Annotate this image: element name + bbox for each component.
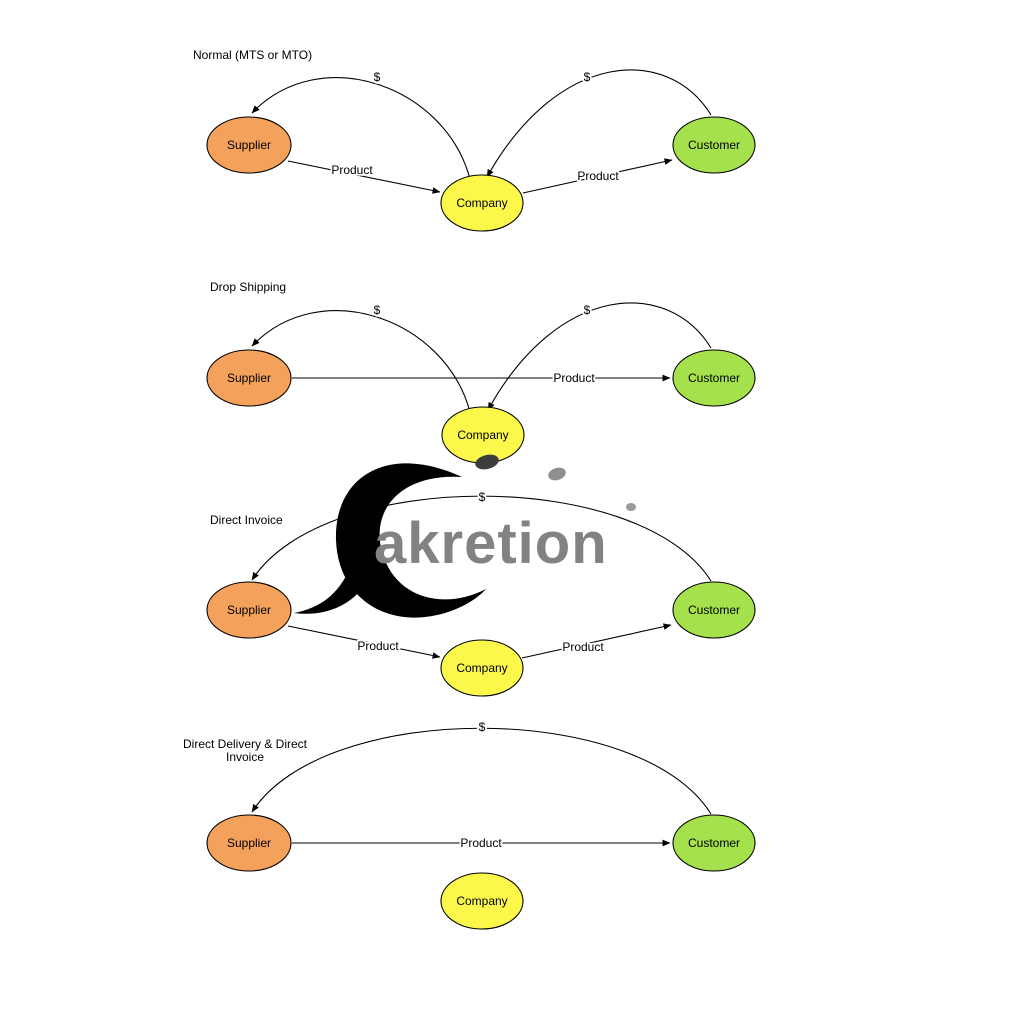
customer-node — [672, 814, 756, 872]
scenario-normal: Normal (MTS or MTO) $ $ Product Product … — [193, 48, 756, 232]
supplier-label: Supplier — [227, 371, 271, 385]
supplier-node — [206, 349, 292, 407]
watermark-blob-icon — [475, 454, 499, 470]
watermark-blob-icon — [548, 467, 566, 481]
company-node — [440, 639, 524, 697]
customer-label: Customer — [688, 836, 740, 850]
customer-label: Customer — [688, 603, 740, 617]
product-label: Product — [357, 639, 399, 653]
scenario-direct-delivery-invoice: Direct Delivery & Direct Invoice $ Produ… — [183, 718, 756, 930]
money-label: $ — [584, 70, 591, 84]
company-node — [440, 174, 524, 232]
supplier-label: Supplier — [227, 603, 271, 617]
money-edge-customer-to-company — [487, 302, 712, 411]
product-edge-supplier-to-company — [287, 160, 441, 194]
money-label: $ — [479, 720, 486, 734]
product-edge-supplier-to-company — [287, 625, 441, 659]
company-node — [440, 872, 524, 930]
scenario-drop-shipping: Drop Shipping $ $ Product Supplier Compa… — [206, 280, 756, 464]
watermark: akretion — [294, 454, 636, 618]
scenario-drop-shipping-title: Drop Shipping — [210, 280, 286, 294]
product-label: Product — [577, 169, 619, 183]
money-edge-company-to-supplier — [251, 77, 471, 180]
money-edge-customer-to-supplier — [251, 727, 712, 815]
customer-node — [672, 581, 756, 639]
product-label: Product — [460, 836, 502, 850]
supplier-label: Supplier — [227, 138, 271, 152]
money-label: $ — [374, 70, 381, 84]
money-label: $ — [584, 303, 591, 317]
money-edge-company-to-supplier — [251, 310, 471, 413]
scenario-direct-invoice-title: Direct Invoice — [210, 513, 283, 527]
product-edge-company-to-customer — [522, 158, 673, 194]
supplier-node — [206, 116, 292, 174]
scenario-normal-title: Normal (MTS or MTO) — [193, 48, 312, 62]
customer-label: Customer — [688, 138, 740, 152]
product-edge-company-to-customer — [521, 623, 672, 659]
customer-label: Customer — [688, 371, 740, 385]
money-label: $ — [374, 303, 381, 317]
akretion-brand-text: akretion — [374, 511, 608, 576]
company-label: Company — [456, 894, 507, 908]
supplier-label: Supplier — [227, 836, 271, 850]
supplier-node — [206, 581, 292, 639]
scenario-direct-delivery-title-line2: Invoice — [226, 750, 264, 764]
product-label: Product — [331, 163, 373, 177]
akretion-logo-tail-icon — [294, 568, 365, 614]
scenario-direct-delivery-title-line1: Direct Delivery & Direct — [183, 737, 308, 751]
money-edge-customer-to-supplier — [251, 495, 712, 582]
watermark-blob-icon — [626, 503, 636, 511]
company-label: Company — [456, 661, 507, 675]
scenario-direct-invoice: Direct Invoice $ Product Product Supplie… — [206, 488, 756, 697]
money-edge-customer-to-company — [486, 69, 712, 178]
company-label: Company — [456, 196, 507, 210]
customer-node — [672, 116, 756, 174]
customer-node — [672, 349, 756, 407]
company-label: Company — [457, 428, 508, 442]
product-label: Product — [553, 371, 595, 385]
supplier-node — [206, 814, 292, 872]
money-label: $ — [479, 490, 486, 504]
product-label: Product — [562, 640, 604, 654]
akretion-logo-swirl-icon — [335, 463, 486, 618]
